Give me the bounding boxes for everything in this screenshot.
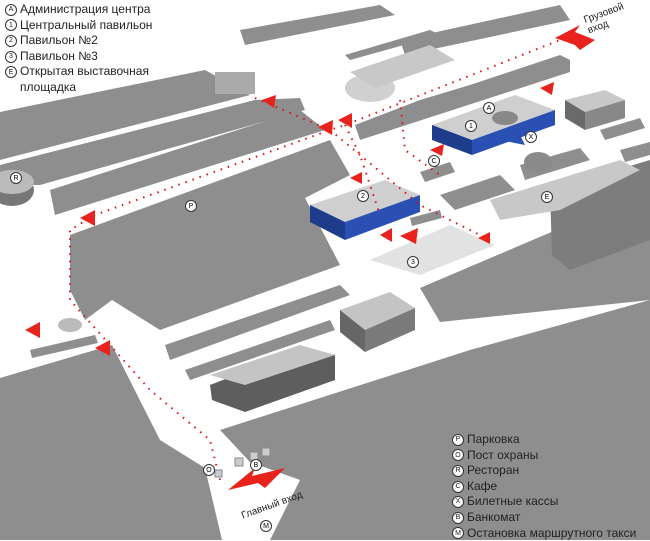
main-entrance-arrow (228, 468, 285, 490)
atm-kiosks (214, 447, 271, 478)
marker-open-area: E (541, 191, 553, 203)
block (600, 118, 645, 140)
block (30, 335, 98, 358)
block (0, 98, 305, 185)
block (355, 55, 570, 140)
block (0, 70, 250, 160)
buildings (0, 45, 650, 412)
marker-taxi-stop: M (260, 520, 272, 532)
block (70, 140, 350, 330)
block (520, 148, 590, 180)
walking-routes (69, 39, 561, 481)
marker-security: O (203, 464, 215, 476)
block (400, 5, 570, 55)
cargo-entrance-arrow (555, 25, 595, 50)
marker-atm: B (250, 459, 262, 471)
marker-pavilion-1: 1 (465, 120, 477, 132)
marker-tickets: X (525, 131, 537, 143)
marker-parking: P (185, 200, 197, 212)
block (440, 175, 515, 210)
block (620, 142, 650, 162)
block (345, 30, 440, 60)
block (0, 345, 222, 540)
block (220, 300, 650, 540)
block (240, 5, 395, 45)
block (185, 320, 335, 380)
block (420, 162, 455, 182)
ticket-office-marker (500, 135, 525, 145)
block (410, 210, 442, 226)
block (50, 110, 325, 215)
marker-cafe: C (428, 155, 440, 167)
marker-restaurant: R (10, 172, 22, 184)
marker-pavilion-2: 2 (357, 190, 369, 202)
block (165, 285, 350, 360)
marker-pavilion-3: 3 (407, 256, 419, 268)
city-blocks (0, 5, 650, 540)
entrance-arrows (25, 25, 595, 490)
marker-admin: A (483, 102, 495, 114)
